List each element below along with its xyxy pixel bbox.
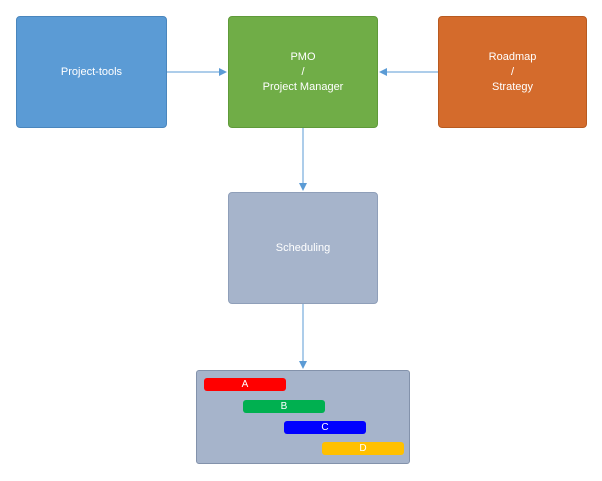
- pmo-label-line-2: /: [301, 65, 305, 78]
- gantt-bar-a-label: A: [241, 379, 249, 390]
- roadmap-label-line-2: /: [510, 65, 515, 78]
- roadmap-label-line-1: Roadmap: [488, 50, 537, 63]
- roadmap-label-line-3: Strategy: [492, 80, 533, 93]
- gantt-bar-b: B: [243, 400, 325, 413]
- gantt-bar-b-label: B: [280, 401, 288, 412]
- gantt-chart-panel: A B C D: [196, 370, 410, 464]
- pmo-box: PMO / Project Manager: [228, 16, 378, 128]
- gantt-bar-d-label: D: [359, 443, 367, 454]
- gantt-bar-c-label: C: [321, 422, 329, 433]
- gantt-bar-d: D: [322, 442, 404, 455]
- scheduling-label: Scheduling: [275, 241, 331, 254]
- scheduling-box: Scheduling: [228, 192, 378, 304]
- project-tools-box: Project-tools: [16, 16, 167, 128]
- project-tools-label: Project-tools: [60, 65, 123, 78]
- gantt-bar-c: C: [284, 421, 366, 434]
- gantt-bar-a: A: [204, 378, 286, 391]
- pmo-label-line-1: PMO: [290, 50, 316, 63]
- pmo-label-line-3: Project Manager: [262, 80, 344, 93]
- roadmap-box: Roadmap / Strategy: [438, 16, 587, 128]
